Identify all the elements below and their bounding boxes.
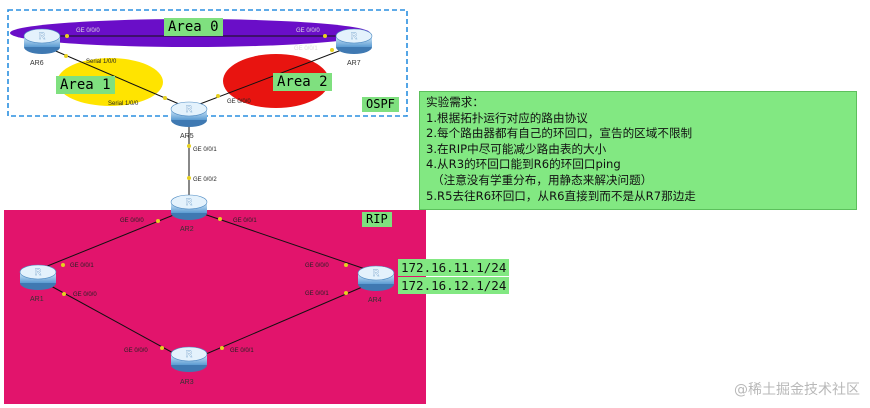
iface-ar1-bottom: GE 0/0/0 xyxy=(73,292,97,298)
requirement-item: 4.从R3的环回口能到R6的环回口ping xyxy=(426,157,621,172)
svg-text:R: R xyxy=(39,31,46,41)
requirement-item: 1.根据拓扑运行对应的路由协议 xyxy=(426,110,588,125)
iface-ar5-ge-right: GE 0/0/0 xyxy=(227,99,251,105)
area0-label: Area 0 xyxy=(164,18,223,36)
svg-text:R: R xyxy=(35,267,42,277)
requirement-item: 3.在RIP中尽可能减少路由表的大小 xyxy=(426,141,607,156)
router-ar4-icon[interactable]: R xyxy=(357,265,395,291)
ip-label: 172.16.11.1/24 xyxy=(398,259,510,276)
router-ar7-name: AR7 xyxy=(347,60,361,67)
iface-ar7-top: GE 0/0/0 xyxy=(296,28,320,34)
iface-ar3-left: GE 0/0/0 xyxy=(124,348,148,354)
router-ar6-icon[interactable]: R xyxy=(23,28,61,54)
router-ar5-name: AR5 xyxy=(180,133,194,140)
router-ar4-name: AR4 xyxy=(368,297,382,304)
router-ar1-icon[interactable]: R xyxy=(19,264,57,290)
iface-ar6-top: GE 0/0/0 xyxy=(76,28,100,34)
area1-label: Area 1 xyxy=(56,76,115,94)
rip-label: RIP xyxy=(362,212,392,227)
area2-label: Area 2 xyxy=(273,73,332,91)
requirements-title: 实验需求： xyxy=(426,95,484,109)
requirement-item: （注意没有学重分布，用静态来解决问题） xyxy=(432,172,653,187)
watermark: @稀土掘金技术社区 xyxy=(734,382,860,398)
ospf-label: OSPF xyxy=(362,97,399,112)
rip-region xyxy=(4,210,426,404)
svg-text:R: R xyxy=(186,104,193,114)
svg-text:R: R xyxy=(186,197,193,207)
iface-ar5-serial: Serial 1/0/0 xyxy=(108,101,139,107)
iface-ar3-right: GE 0/0/1 xyxy=(230,348,254,354)
svg-text:R: R xyxy=(351,31,358,41)
router-ar1-name: AR1 xyxy=(30,296,44,303)
svg-text:R: R xyxy=(186,349,193,359)
link-ar2-ar1 xyxy=(39,209,187,270)
ip-label: 172.16.12.1/24 xyxy=(398,277,510,294)
iface-ar4-top: GE 0/0/0 xyxy=(305,263,329,269)
router-ar2-name: AR2 xyxy=(180,226,194,233)
iface-ar2-right: GE 0/0/1 xyxy=(233,218,257,224)
router-ar2-icon[interactable]: R xyxy=(170,194,208,220)
iface-ar6-serial: Serial 1/0/0 xyxy=(86,59,117,65)
iface-ar7-bottom: GE 0/0/1 xyxy=(294,46,318,52)
requirement-item: 2.每个路由器都有自己的环回口，宣告的区域不限制 xyxy=(426,126,693,141)
ospf-region xyxy=(7,9,408,117)
iface-ar4-bottom: GE 0/0/1 xyxy=(305,291,329,297)
iface-ar2-ge-up: GE 0/0/2 xyxy=(193,177,217,183)
svg-text:R: R xyxy=(373,268,380,278)
iface-ar5-ge-down: GE 0/0/1 xyxy=(193,147,217,153)
requirements-box: 实验需求： 1.根据拓扑运行对应的路由协议 2.每个路由器都有自己的环回口，宣告… xyxy=(419,91,857,210)
requirement-item: 5.R5去往R6环回口，从R6直接到而不是从R7那边走 xyxy=(426,188,696,203)
iface-ar1-top: GE 0/0/1 xyxy=(70,263,94,269)
link-ar2-ar4 xyxy=(191,209,375,273)
iface-ar2-left: GE 0/0/0 xyxy=(120,218,144,224)
router-ar7-icon[interactable]: R xyxy=(335,28,373,54)
router-ar3-icon[interactable]: R xyxy=(170,346,208,372)
router-ar6-name: AR6 xyxy=(30,60,44,67)
router-ar3-name: AR3 xyxy=(180,379,194,386)
router-ar5-icon[interactable]: R xyxy=(170,101,208,127)
